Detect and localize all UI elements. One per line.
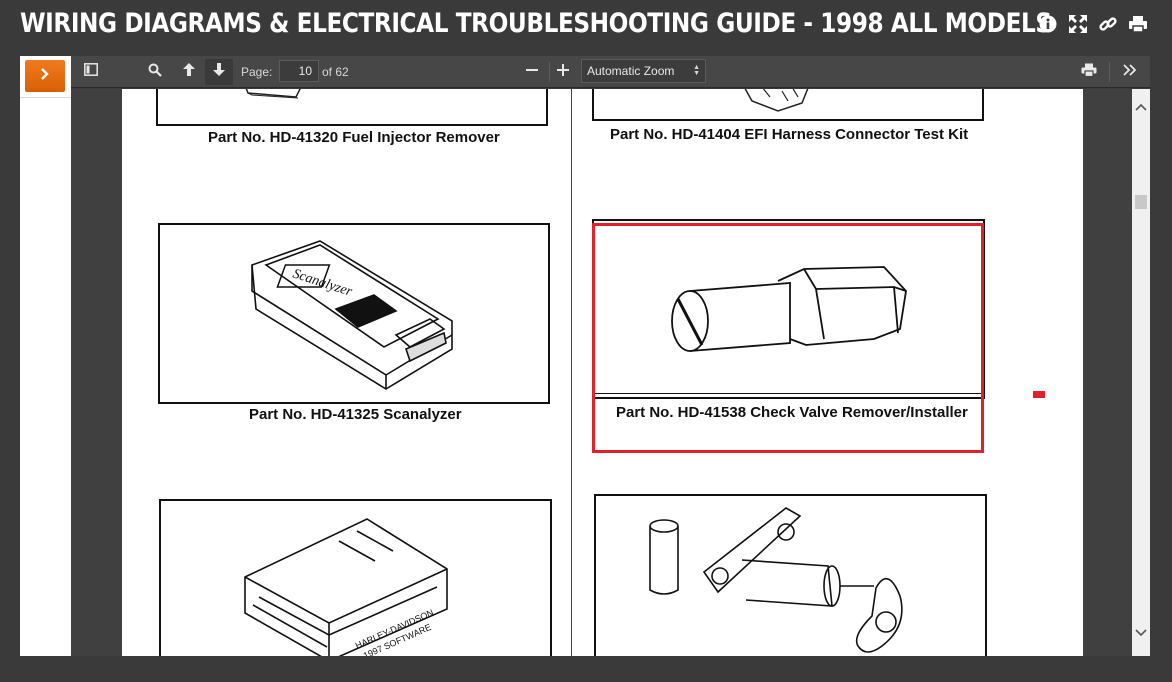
- efi-harness-test-kit-figure: [592, 89, 984, 121]
- part-label: Part No. HD-41325 Scanalyzer: [249, 406, 462, 423]
- scanalyzer-figure: Scanalyzer: [158, 223, 550, 404]
- zoom-value: Automatic Zoom: [587, 64, 675, 78]
- highlight-box: [592, 223, 984, 453]
- vertical-scrollbar[interactable]: [1132, 89, 1150, 656]
- previous-page-button[interactable]: [175, 59, 203, 85]
- zoom-in-button[interactable]: [549, 59, 577, 85]
- page-label: Page:: [241, 65, 273, 79]
- info-icon[interactable]: [1038, 12, 1058, 36]
- toolbar-separator: [1109, 62, 1110, 82]
- pdf-toolbar: Page: of 62 Automatic Zoom ▲▼: [71, 56, 1150, 88]
- link-icon[interactable]: [1098, 12, 1118, 36]
- print-icon[interactable]: [1128, 12, 1148, 36]
- toolbar-separator: [549, 62, 550, 82]
- document-viewer[interactable]: Part No. HD-41320 Fuel Injector Remover …: [71, 89, 1150, 656]
- ecm-figure: HARLEY-DAVIDSON 1997 SOFTWARE: [159, 499, 552, 656]
- page-number-input[interactable]: [279, 60, 319, 82]
- scroll-down-icon[interactable]: [1135, 629, 1147, 641]
- zoom-out-button[interactable]: [518, 59, 546, 85]
- chevron-right-icon: [40, 67, 50, 85]
- select-arrows-icon: ▲▼: [693, 64, 700, 77]
- print-icon: [1081, 63, 1097, 82]
- print-button[interactable]: [1075, 59, 1103, 85]
- efi-harness-test-kit-drawing: [744, 89, 809, 112]
- part-label: Part No. HD-41320 Fuel Injector Remover: [208, 129, 500, 146]
- fuel-injector-remover-figure: [156, 89, 548, 126]
- column-divider: [571, 89, 572, 656]
- scroll-thumb[interactable]: [1135, 195, 1147, 209]
- header-actions: [1038, 12, 1148, 36]
- tool-drawing: [649, 507, 903, 653]
- title-bar: WIRING DIAGRAMS & ELECTRICAL TROUBLESHOO…: [0, 0, 1172, 56]
- page-count: of 62: [322, 65, 349, 79]
- document-title: WIRING DIAGRAMS & ELECTRICAL TROUBLESHOO…: [20, 8, 1052, 39]
- part-label: Part No. HD-41404 EFI Harness Connector …: [610, 126, 969, 143]
- previous-page-icon: [182, 62, 196, 82]
- annotation-marker: [1033, 391, 1045, 398]
- sidebar-toggle-icon: [84, 63, 98, 81]
- tool-figure: [594, 494, 987, 656]
- zoom-in-icon: [557, 63, 569, 81]
- zoom-out-icon: [526, 63, 538, 81]
- check-valve-figure: [592, 219, 985, 399]
- bottom-bar: [0, 656, 1172, 682]
- panel-divider: [20, 97, 71, 98]
- next-page-icon: [212, 62, 226, 82]
- scroll-up-icon[interactable]: [1135, 103, 1147, 115]
- ecm-drawing: HARLEY-DAVIDSON 1997 SOFTWARE: [244, 518, 448, 656]
- search-button[interactable]: [141, 59, 169, 85]
- next-page-button[interactable]: [205, 59, 233, 85]
- search-icon: [148, 63, 162, 82]
- fullscreen-icon[interactable]: [1068, 12, 1088, 36]
- zoom-select[interactable]: Automatic Zoom ▲▼: [581, 59, 706, 83]
- fuel-injector-remover-drawing: [245, 89, 301, 99]
- expand-panel-button[interactable]: [25, 60, 65, 92]
- label-divider: [594, 393, 983, 394]
- part-label: Part No. HD-41538 Check Valve Remover/In…: [616, 404, 968, 421]
- scanalyzer-drawing: Scanalyzer: [251, 240, 453, 390]
- sidebar-toggle-button[interactable]: [77, 59, 105, 85]
- tools-button[interactable]: [1116, 59, 1144, 85]
- check-valve-drawing: [671, 266, 907, 352]
- double-chevron-right-icon: [1123, 63, 1137, 81]
- left-panel: [20, 56, 71, 656]
- pdf-page: Part No. HD-41320 Fuel Injector Remover …: [122, 89, 1083, 656]
